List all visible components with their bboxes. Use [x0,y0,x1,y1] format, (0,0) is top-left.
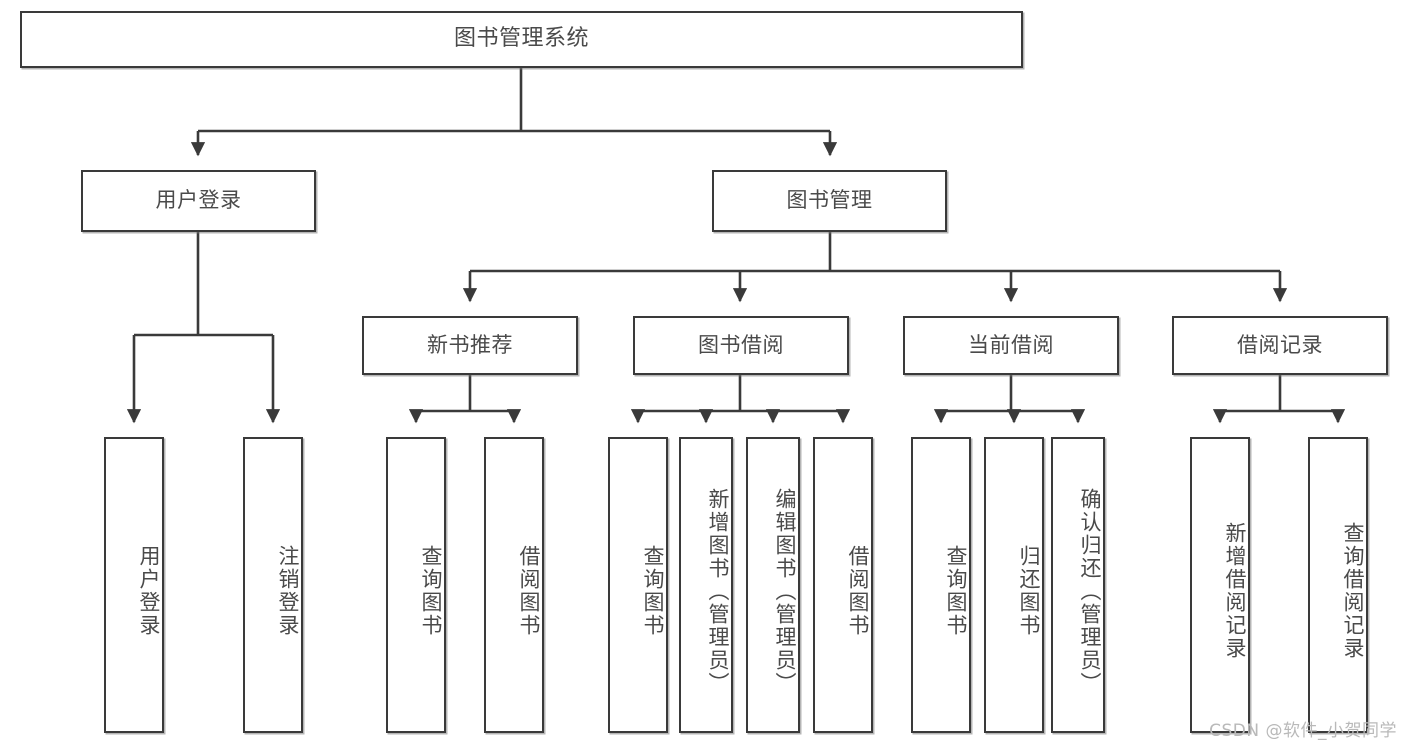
leaf-return-book[interactable]: 归还图书 [984,437,1044,733]
node-borrow-record[interactable]: 借阅记录 [1172,316,1388,375]
node-user-login[interactable]: 用户登录 [81,170,316,232]
csdn-watermark: CSDN @软件_小贺同学 [1209,721,1397,741]
leaf-query-book-current[interactable]: 查询图书 [911,437,971,733]
leaf-borrow-book[interactable]: 借阅图书 [813,437,873,733]
leaf-query-book-borrow[interactable]: 查询图书 [608,437,668,733]
leaf-add-book-admin[interactable]: 新增图书（管理员） [679,437,733,733]
leaf-query-book-recommend[interactable]: 查询图书 [386,437,446,733]
node-root-system[interactable]: 图书管理系统 [20,11,1023,68]
leaf-confirm-return-admin[interactable]: 确认归还（管理员） [1051,437,1105,733]
leaf-edit-book-admin[interactable]: 编辑图书（管理员） [746,437,800,733]
leaf-user-logout[interactable]: 注销登录 [243,437,303,733]
node-current-borrow[interactable]: 当前借阅 [903,316,1119,375]
leaf-query-borrow-record[interactable]: 查询借阅记录 [1308,437,1368,733]
leaf-add-borrow-record[interactable]: 新增借阅记录 [1190,437,1250,733]
leaf-borrow-book-recommend[interactable]: 借阅图书 [484,437,544,733]
node-book-borrow[interactable]: 图书借阅 [633,316,849,375]
leaf-user-login[interactable]: 用户登录 [104,437,164,733]
node-book-management[interactable]: 图书管理 [712,170,947,232]
node-new-book-recommend[interactable]: 新书推荐 [362,316,578,375]
